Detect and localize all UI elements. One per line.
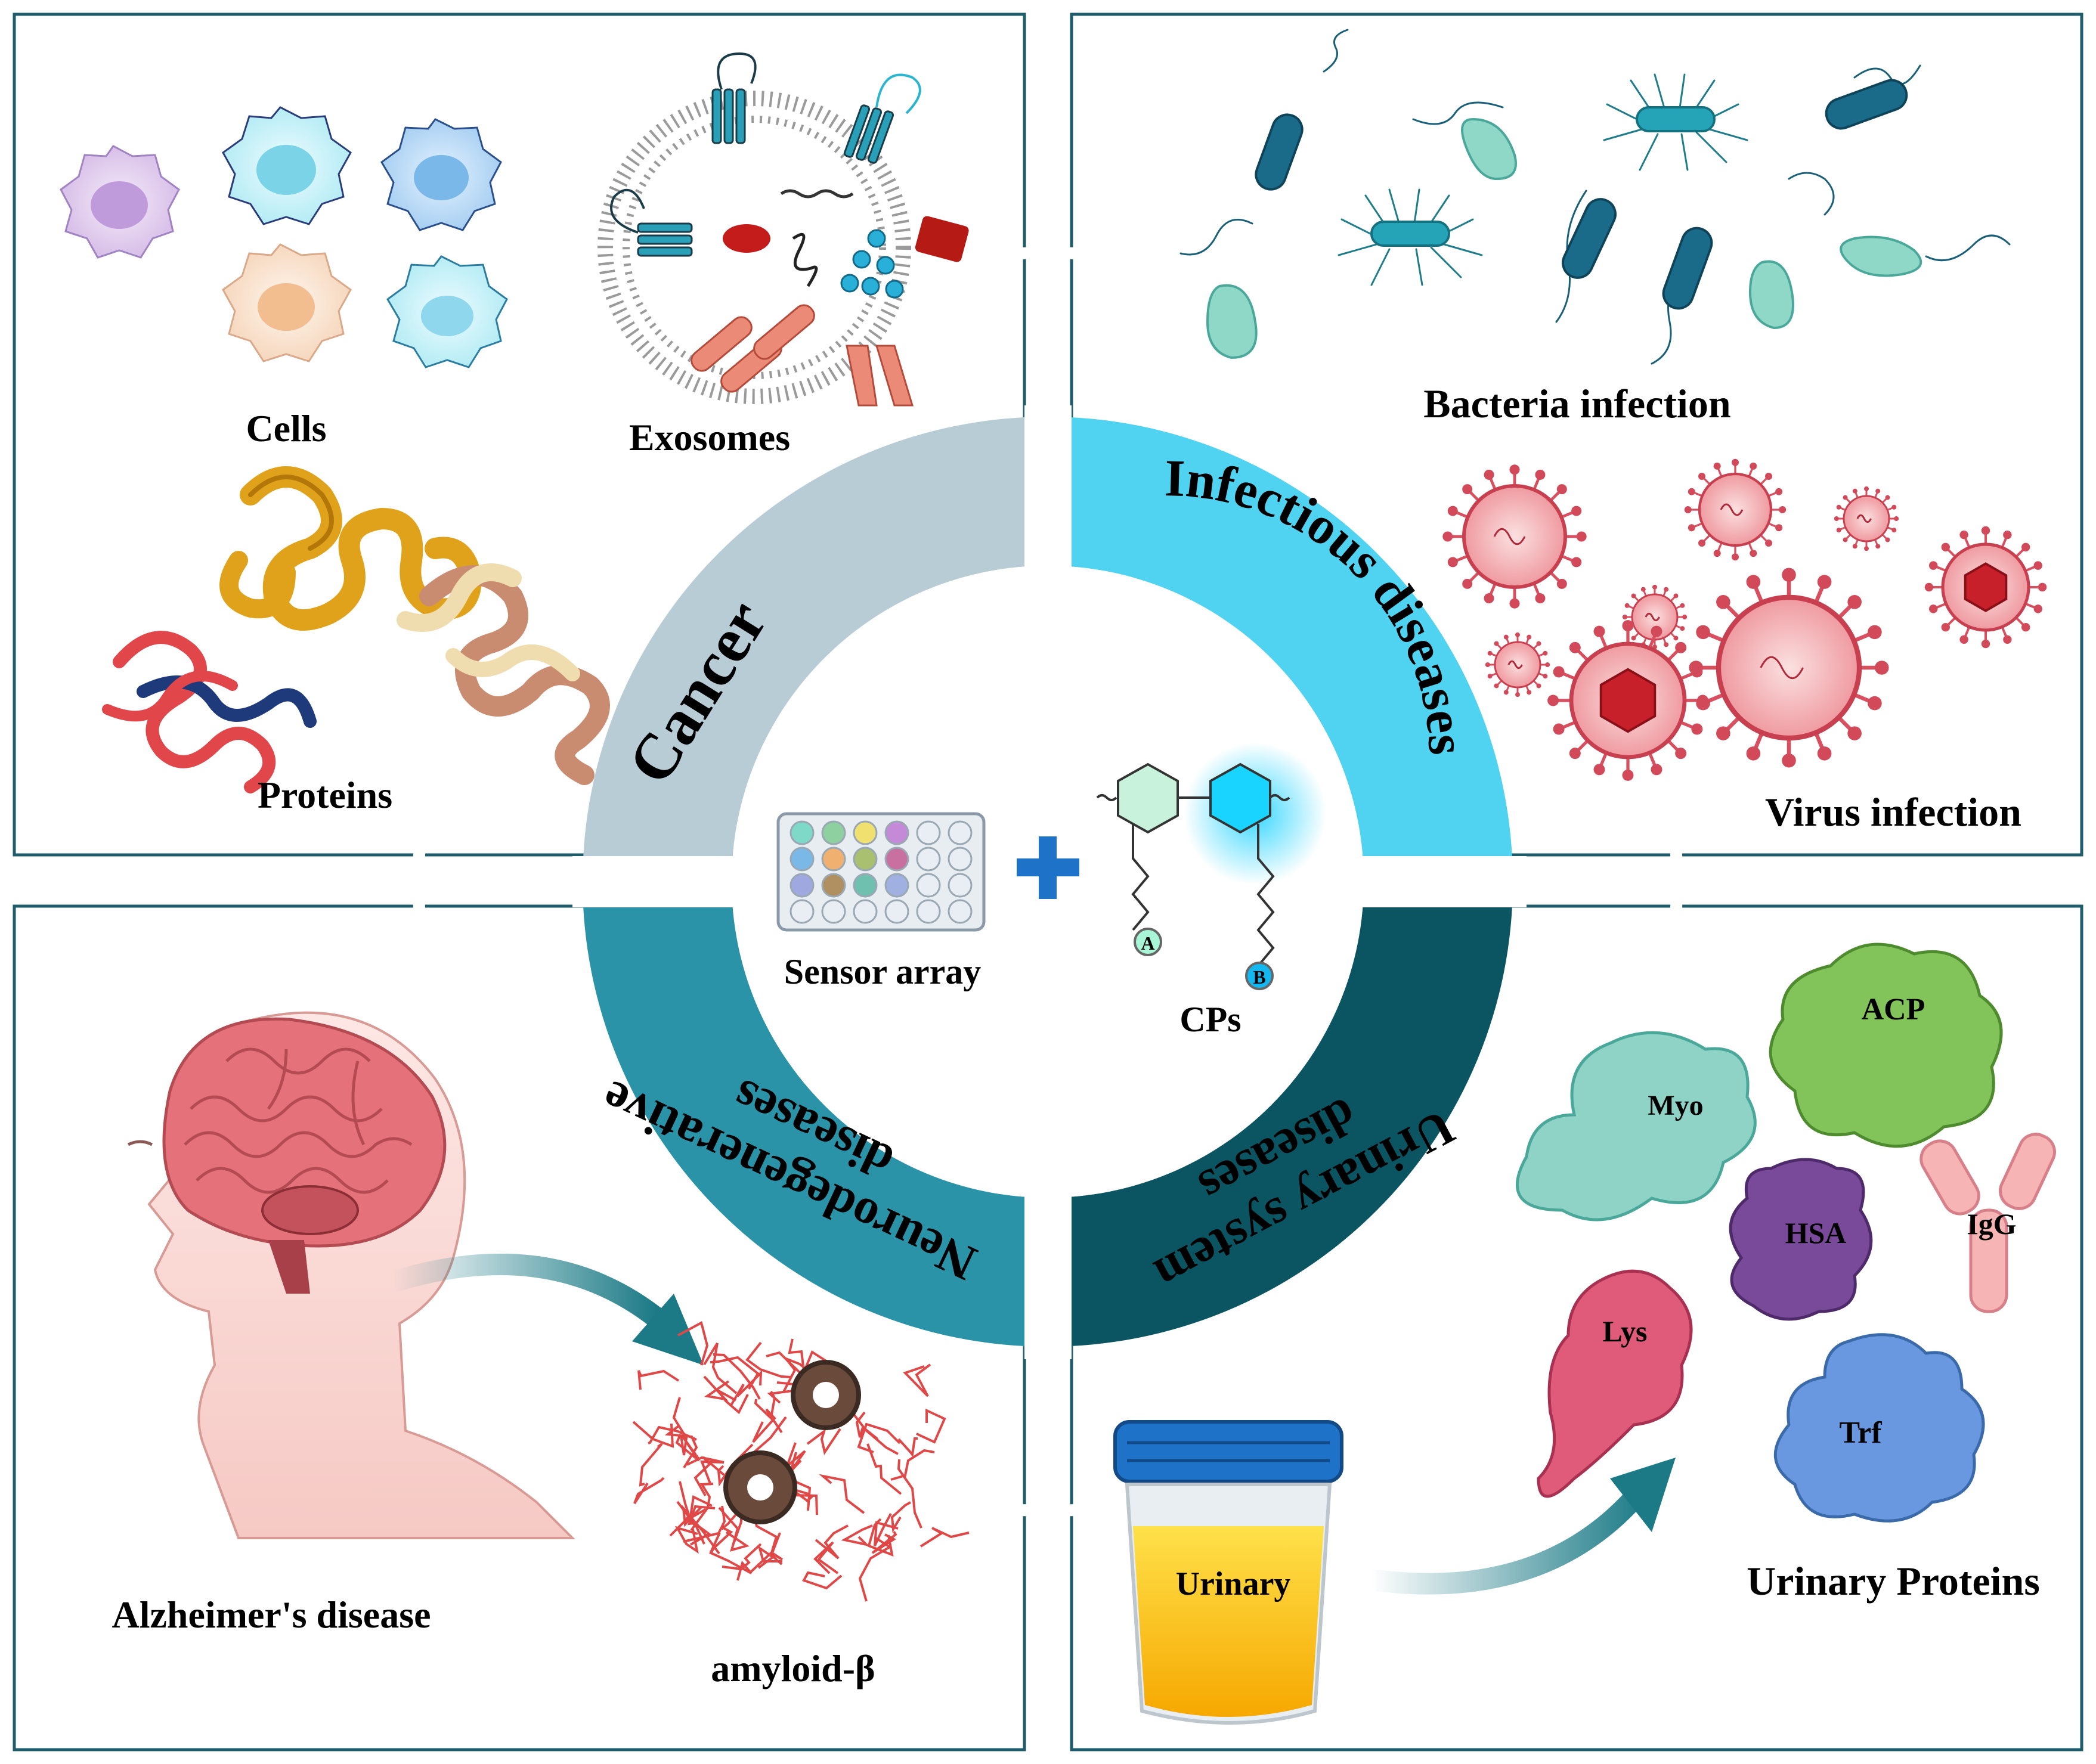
well (916, 873, 941, 898)
well (916, 847, 941, 872)
virion (1834, 486, 1899, 551)
alzheimers-label: Alzheimer's disease (112, 1594, 431, 1636)
exosomes-label: Exosomes (629, 416, 790, 458)
hsa-label: HSA (1785, 1216, 1847, 1250)
well (853, 820, 878, 845)
virion (1547, 620, 1708, 781)
protein-hsa-icon (1729, 1158, 1873, 1321)
urinary-proteins-label: Urinary Proteins (1747, 1558, 2040, 1604)
well (916, 820, 941, 845)
arrow-icon (1370, 1477, 1655, 1595)
bacteria-icon (1179, 29, 2011, 365)
proteins-label: Proteins (258, 774, 392, 816)
virion (1485, 632, 1550, 697)
well (916, 899, 941, 924)
well (821, 847, 846, 872)
acp-label: ACP (1862, 993, 1925, 1027)
cell-icon (222, 106, 352, 225)
virion (1924, 526, 2047, 649)
well (853, 847, 878, 872)
arrow-icon (390, 1253, 663, 1326)
well (884, 873, 909, 898)
protein-icon (102, 466, 610, 793)
cps-label: CPs (1179, 1000, 1241, 1039)
virion (1442, 464, 1587, 609)
bacteria-label: Bacteria infection (1423, 381, 1731, 426)
ring-sector-cancer (583, 417, 1048, 882)
well (821, 899, 846, 924)
well (948, 847, 973, 872)
cell-icon (222, 243, 352, 362)
amyloid-plaque-icon (632, 1321, 970, 1602)
protein-acp-icon (1769, 943, 2003, 1148)
urine-cup-icon (1113, 1420, 1343, 1725)
urine-sample-label: Urinary (1176, 1565, 1291, 1602)
well (853, 873, 878, 898)
well (853, 899, 878, 924)
amyloid-label: amyloid-β (711, 1647, 875, 1689)
cell-icon (60, 145, 180, 259)
well (948, 873, 973, 898)
protein-trf-icon (1773, 1333, 1985, 1523)
virus-icon (1442, 458, 2047, 781)
ring-sector-urinary (1048, 882, 1513, 1347)
myo-label: Myo (1648, 1090, 1703, 1121)
igg-label: IgG (1967, 1207, 2016, 1241)
virion (1684, 458, 1787, 561)
monomer-a-label: A (1141, 932, 1154, 954)
cells-label: Cells (246, 407, 326, 449)
polymer-structure-icon (1096, 742, 1327, 990)
cell-icon (380, 118, 502, 231)
well-plate-icon (776, 812, 986, 932)
virion (1689, 568, 1889, 768)
well (948, 820, 973, 845)
lys-label: Lys (1602, 1315, 1647, 1348)
monomer-b-label: B (1253, 966, 1265, 988)
arrow-head (632, 1294, 704, 1365)
cell-icon (386, 255, 508, 368)
virus-label: Virus infection (1765, 789, 2021, 835)
well (884, 899, 909, 924)
ring-sector-neuro (583, 882, 1048, 1347)
well (884, 847, 909, 872)
trf-label: Trf (1839, 1416, 1882, 1450)
virion (1622, 584, 1688, 650)
protein-igg-icon (1919, 1133, 2056, 1313)
well (790, 820, 815, 845)
well (821, 820, 846, 845)
sensor-array-label: Sensor array (784, 952, 982, 991)
brain-head-icon (127, 1011, 575, 1539)
well (821, 873, 846, 898)
ring-sector-infectious (1048, 417, 1513, 882)
well (948, 899, 973, 924)
arrow-head (1610, 1458, 1676, 1532)
exosome-icon (597, 52, 969, 407)
well (790, 899, 815, 924)
well (790, 873, 815, 898)
plus-icon (1017, 836, 1079, 899)
well (884, 820, 909, 845)
protein-myo-icon (1515, 1031, 1757, 1222)
well (790, 847, 815, 872)
protein-lys-icon (1537, 1269, 1693, 1498)
